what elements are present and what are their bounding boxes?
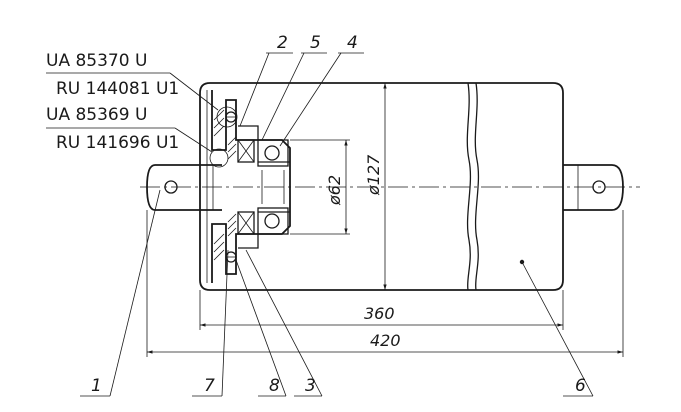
dim-shell-length: 360 bbox=[364, 304, 395, 323]
callout-2: 2 bbox=[277, 33, 288, 53]
callout-1: 1 bbox=[91, 376, 102, 396]
left-shaft bbox=[146, 164, 222, 211]
length-dimensions: 360 420 bbox=[146, 210, 624, 357]
top-callouts: 2 5 4 bbox=[239, 33, 364, 147]
callout-6: 6 bbox=[575, 376, 586, 396]
detail-circle-upper bbox=[216, 106, 238, 128]
callout-4: 4 bbox=[347, 33, 358, 53]
patent-label-1: UA 85370 U bbox=[46, 51, 147, 71]
patent-label-4: RU 141696 U1 bbox=[56, 133, 179, 153]
callout-3: 3 bbox=[305, 376, 316, 396]
right-shaft bbox=[563, 164, 624, 211]
bearing-housing bbox=[211, 90, 291, 283]
callout-5: 5 bbox=[310, 33, 321, 53]
patent-label-3: UA 85369 U bbox=[46, 105, 147, 125]
dim-outer-diameter: ø127 bbox=[364, 154, 383, 196]
bottom-callouts: 1 7 8 3 6 bbox=[80, 189, 594, 397]
dim-inner-diameter: ø62 bbox=[325, 175, 344, 206]
patent-label-2: RU 144081 U1 bbox=[56, 79, 179, 99]
roller-shell bbox=[199, 82, 564, 291]
callout-7: 7 bbox=[204, 376, 215, 396]
patent-labels: UA 85370 U RU 144081 U1 UA 85369 U RU 14… bbox=[46, 51, 219, 153]
diameter-dimensions: ø62 ø127 bbox=[290, 83, 387, 290]
dim-total-length: 420 bbox=[370, 331, 401, 350]
callout-8: 8 bbox=[269, 376, 280, 396]
detail-circle-lower bbox=[209, 148, 229, 168]
